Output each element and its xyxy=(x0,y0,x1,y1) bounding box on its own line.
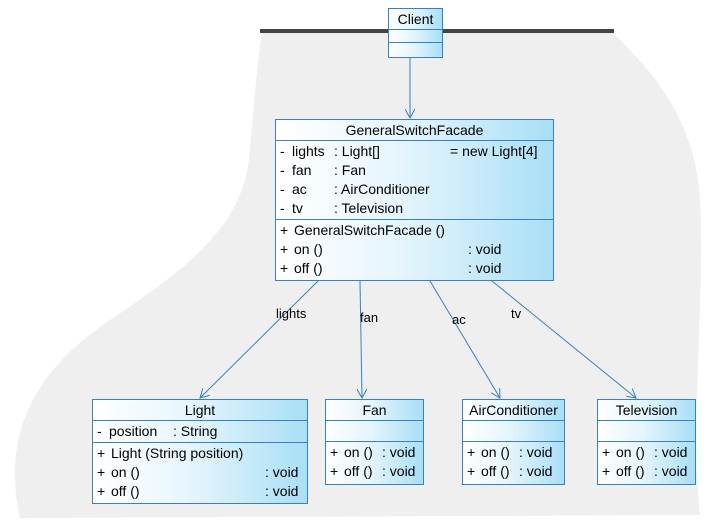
class-light[interactable]: Light -position: String +Light (String p… xyxy=(92,399,308,504)
class-light-name: Light xyxy=(93,400,307,421)
class-client-name: Client xyxy=(389,9,442,30)
class-facade-operations: +GeneralSwitchFacade () +on (): void +of… xyxy=(276,220,553,279)
class-television[interactable]: Television +on (): void +off (): void xyxy=(597,399,696,485)
light-op-row: +off (): void xyxy=(97,483,299,499)
light-op-row: +Light (String position) xyxy=(97,445,244,461)
association-label-fan: fan xyxy=(360,310,379,325)
class-air-conditioner[interactable]: AirConditioner +on (): void +off (): voi… xyxy=(462,399,565,485)
class-light-operations: +Light (String position) +on (): void +o… xyxy=(93,443,307,502)
association-ac xyxy=(429,280,500,398)
class-tv-attributes xyxy=(598,421,695,442)
association-lights xyxy=(200,280,319,398)
class-aircon-name: AirConditioner xyxy=(463,400,564,421)
facade-op-row: +off (): void xyxy=(280,260,502,276)
class-facade-name: GeneralSwitchFacade xyxy=(276,120,553,141)
class-tv-operations: +on (): void +off (): void xyxy=(598,442,695,482)
tv-op-row: +on (): void xyxy=(602,444,688,460)
facade-attr-row: -fan: Fan xyxy=(280,162,366,178)
class-light-attributes: -position: String xyxy=(93,421,307,443)
class-tv-name: Television xyxy=(598,400,695,421)
class-aircon-attributes xyxy=(463,421,564,442)
class-facade-attributes: -lights: Light[]= new Light[4] -fan: Fan… xyxy=(276,141,553,220)
fan-op-row: +off (): void xyxy=(330,463,416,479)
facade-attr-row: -tv: Television xyxy=(280,200,404,216)
class-client[interactable]: Client xyxy=(388,8,443,58)
aircon-op-row: +off (): void xyxy=(467,463,553,479)
class-fan-name: Fan xyxy=(326,400,423,421)
class-general-switch-facade[interactable]: GeneralSwitchFacade -lights: Light[]= ne… xyxy=(275,119,554,281)
association-label-tv: tv xyxy=(511,306,522,321)
facade-attr-row: -lights: Light[]= new Light[4] xyxy=(280,143,538,159)
fan-op-row: +on (): void xyxy=(330,444,416,460)
association-fan xyxy=(360,280,362,398)
aircon-op-row: +on (): void xyxy=(467,444,553,460)
association-label-lights: lights xyxy=(276,306,307,321)
class-fan[interactable]: Fan +on (): void +off (): void xyxy=(325,399,424,485)
tv-op-row: +off (): void xyxy=(602,463,688,479)
association-tv xyxy=(491,280,636,398)
class-aircon-operations: +on (): void +off (): void xyxy=(463,442,564,482)
class-fan-attributes xyxy=(326,421,423,442)
light-op-row: +on (): void xyxy=(97,464,299,480)
light-attr-row: -position: String xyxy=(97,423,218,439)
class-client-operations xyxy=(389,43,442,57)
facade-op-row: +on (): void xyxy=(280,241,502,257)
class-client-attributes xyxy=(389,30,442,43)
class-fan-operations: +on (): void +off (): void xyxy=(326,442,423,482)
facade-attr-row: -ac: AirConditioner xyxy=(280,181,430,197)
facade-op-row: +GeneralSwitchFacade () xyxy=(280,222,445,238)
association-label-ac: ac xyxy=(452,312,466,327)
